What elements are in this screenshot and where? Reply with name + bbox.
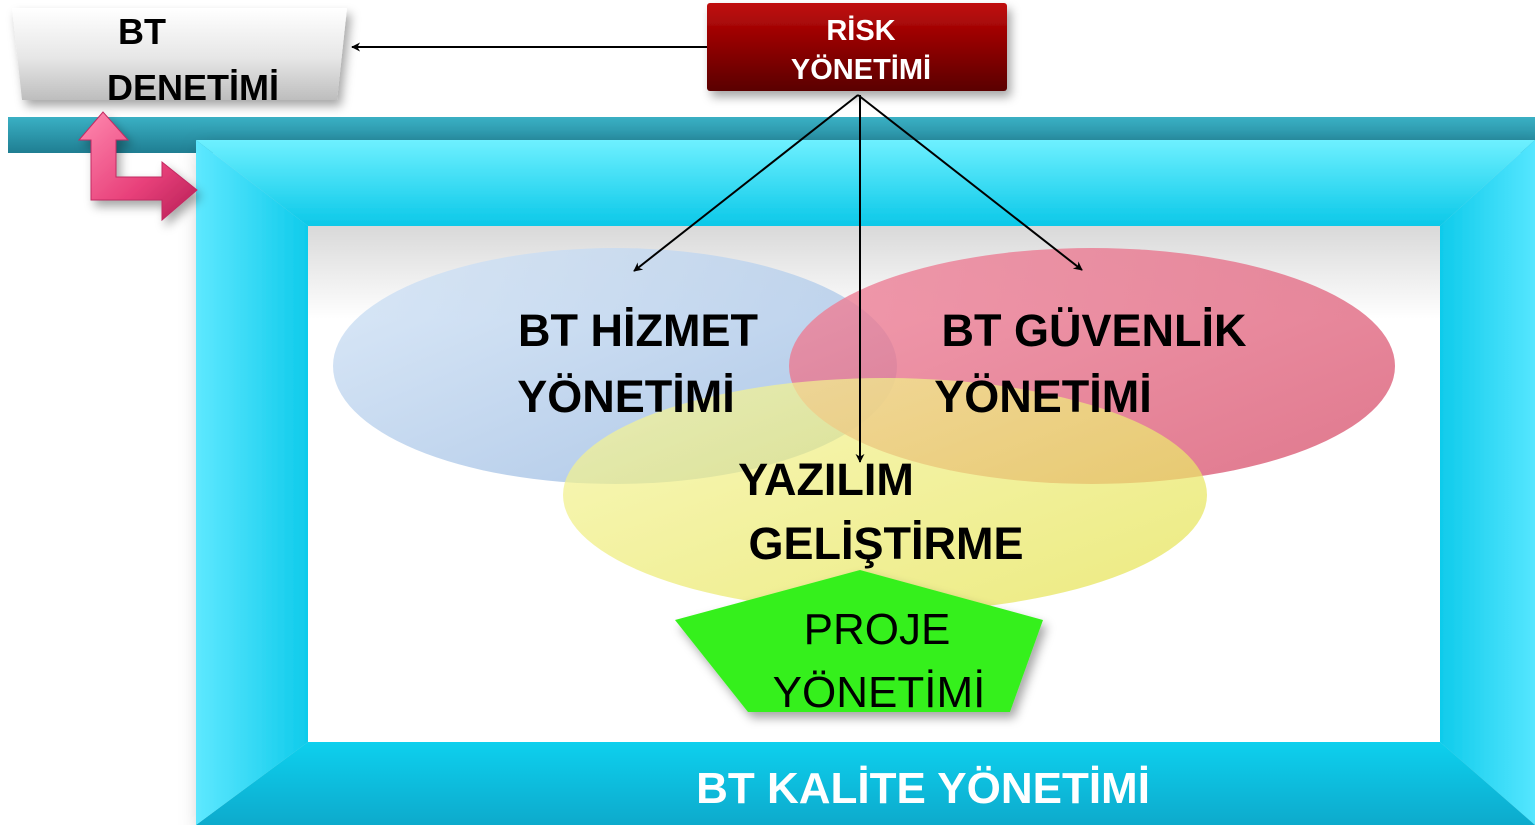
project-label-line2: YÖNETİMİ: [773, 668, 986, 717]
risk-to-security-arrow: [857, 94, 1083, 271]
risk-label-line2: YÖNETİMİ: [791, 53, 931, 86]
risk-to-service-arrow: [633, 94, 859, 272]
risk-label-line1: RİSK: [826, 15, 895, 47]
software-development-ellipse: [563, 378, 1207, 612]
service-label-line2: YÖNETİMİ: [517, 371, 735, 422]
software-label-line2: GELİŞTİRME: [748, 518, 1023, 569]
project-management-shape: [675, 570, 1043, 712]
service-label-line1: BT HİZMET: [518, 305, 758, 356]
software-label-line1: YAZILIM: [738, 454, 914, 505]
security-label-line2: YÖNETİMİ: [934, 371, 1152, 422]
quality-management-title: BT KALİTE YÖNETİMİ: [696, 764, 1150, 813]
project-label-line1: PROJE: [804, 605, 951, 654]
risk-box: RİSK YÖNETİMİ: [707, 3, 1007, 91]
security-label-line1: BT GÜVENLİK: [941, 305, 1247, 356]
audit-label-line2: DENETİMİ: [107, 67, 279, 108]
bent-arrow-icon: [77, 111, 198, 222]
audit-box: BT DENETİMİ: [12, 8, 347, 108]
audit-label-line1: BT: [118, 11, 166, 52]
